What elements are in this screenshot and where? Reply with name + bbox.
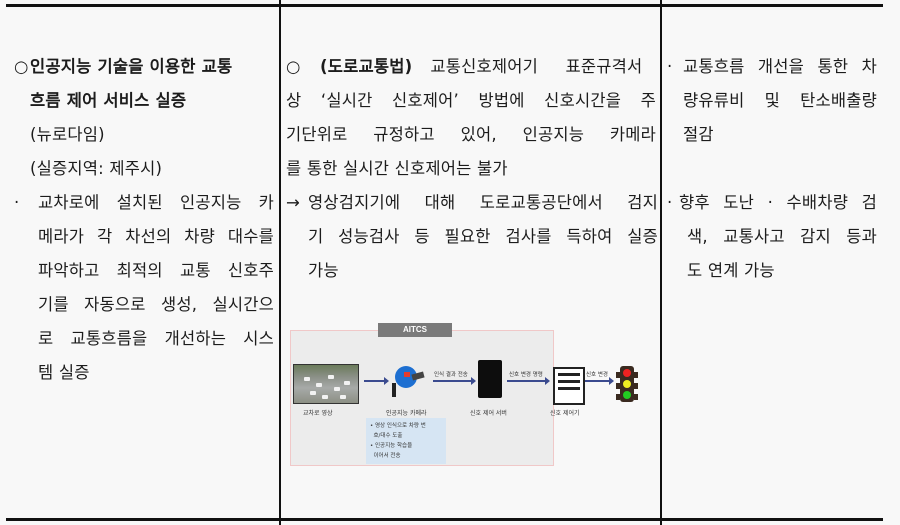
dot-bullet-icon: · xyxy=(14,193,20,212)
camera-label: 인공지능 카메라 xyxy=(386,410,427,417)
description-line: 기를 자동으로 생성, 실시간으 xyxy=(38,295,274,314)
column-divider-2 xyxy=(660,0,662,525)
arrow-icon xyxy=(433,377,476,385)
effects-column: · 교통흐름 개선을 통한 차 량유류비 및 탄소배출량 절감 · 향후 도난 … xyxy=(667,50,889,288)
arrow-label: 신호 변경 xyxy=(586,372,608,378)
arrow-icon xyxy=(364,377,389,385)
effect-line: 색, 교통사고 감지 등과 xyxy=(687,227,877,246)
regulation-line: ○ (도로교통법) 교통신호제어기 표준규격서 xyxy=(286,50,658,84)
effect-line: 절감 xyxy=(683,125,714,144)
arrow-icon xyxy=(507,377,550,385)
result-line: → 영상검지기에 대해 도로교통공단에서 검지 xyxy=(286,186,658,220)
description-line: 메라가 각 차선의 차량 대수를 xyxy=(38,227,274,246)
circle-bullet-icon: ○ xyxy=(286,57,301,76)
service-title-line1: ○ 인공지능 기술을 이용한 교통 xyxy=(14,50,276,84)
aitcs-title: AITCS xyxy=(378,323,452,337)
result-line: 가능 xyxy=(308,261,339,280)
signal-controller-icon xyxy=(553,367,585,405)
arrow-right-icon: → xyxy=(286,193,301,212)
arrow-label: 인식 결과 전송 xyxy=(434,372,468,378)
description-line: · 교차로에 설치된 인공지능 카 xyxy=(14,186,276,220)
regulation-line: 상 ‘실시간 신호제어’ 방법에 신호시간을 주 xyxy=(286,91,656,110)
dot-bullet-icon: · xyxy=(667,57,673,76)
effect-line: · 향후 도난 · 수배차량 검 xyxy=(667,186,889,220)
intersection-photo xyxy=(293,364,359,404)
aitcs-diagram: AITCS 교차로 영상 인공지능 카메라 인식 결과 전송 신호 제어 서버 … xyxy=(288,323,652,468)
arrow-icon xyxy=(585,377,614,385)
description-line: 로 교통흐름을 개선하는 시스 xyxy=(38,329,274,348)
effect-line: 도 연계 가능 xyxy=(687,261,775,280)
regulation-column: ○ (도로교통법) 교통신호제어기 표준규격서 상 ‘실시간 신호제어’ 방법에… xyxy=(286,50,658,288)
service-title-line2: 흐름 제어 서비스 실증 xyxy=(30,91,187,110)
result-line: 기 성능검사 등 필요한 검사를 득하여 실증 xyxy=(308,227,658,246)
effect-line: 량유류비 및 탄소배출량 xyxy=(683,91,877,110)
regulation-line: 를 통한 실시간 신호제어는 불가 xyxy=(286,159,508,178)
video-label: 교차로 영상 xyxy=(303,410,333,417)
dot-bullet-icon: · xyxy=(667,193,673,212)
table-bottom-border xyxy=(6,518,883,521)
ai-camera-icon xyxy=(392,363,425,397)
service-column: ○ 인공지능 기술을 이용한 교통 흐름 제어 서비스 실증 (뉴로다임) (실… xyxy=(14,50,276,390)
table-top-border xyxy=(6,4,883,7)
controller-label: 신호 제어기 xyxy=(550,410,580,417)
company-name: (뉴로다임) xyxy=(30,125,105,144)
test-region: (실증지역: 제주시) xyxy=(30,159,163,178)
server-label: 신호 제어 서버 xyxy=(470,410,507,417)
traffic-light-icon xyxy=(620,366,634,402)
column-divider-1 xyxy=(279,0,281,525)
camera-notes: • 영상 인식으로 차량 번 호/대수 도출 • 인공지능 학습을 이어서 전송 xyxy=(366,418,446,464)
circle-bullet-icon: ○ xyxy=(14,57,29,76)
server-icon xyxy=(478,360,502,398)
arrow-label: 신호 변경 명령 xyxy=(509,372,543,378)
effect-line: · 교통흐름 개선을 통한 차 xyxy=(667,50,889,84)
regulation-line: 기단위로 규정하고 있어, 인공지능 카메라 xyxy=(286,125,656,144)
description-line: 템 실증 xyxy=(38,363,90,382)
law-label: (도로교통법) xyxy=(320,57,413,76)
description-line: 파악하고 최적의 교통 신호주 xyxy=(38,261,274,280)
